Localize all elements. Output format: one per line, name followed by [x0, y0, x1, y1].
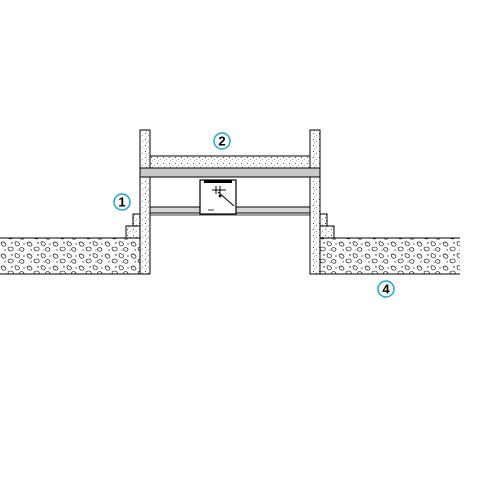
callout-2-label: 2: [218, 134, 225, 149]
callout-2: 2: [213, 132, 231, 150]
footing-step-right: [319, 213, 335, 239]
footing-step-left: [125, 213, 141, 239]
top-slab: [139, 155, 321, 178]
equipment-box: [199, 179, 237, 215]
callout-4: 4: [377, 280, 395, 298]
callout-1-label: 1: [118, 195, 125, 210]
callout-4-label: 4: [382, 282, 390, 297]
wall-right: [309, 129, 321, 275]
callout-1: 1: [113, 193, 131, 211]
